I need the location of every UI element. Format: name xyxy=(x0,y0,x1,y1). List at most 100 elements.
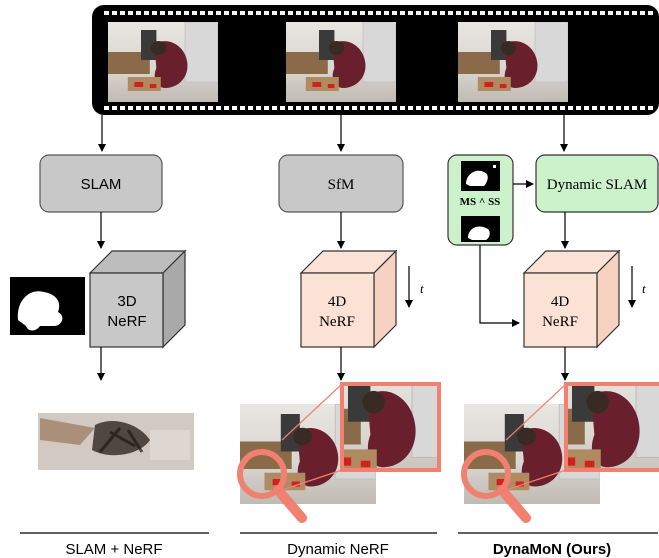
time-label-2: t xyxy=(642,281,646,296)
slam-nerf-result-image xyxy=(38,413,194,470)
film-perforation xyxy=(624,106,629,110)
film-perforation xyxy=(408,106,413,110)
film-perforation xyxy=(592,11,597,15)
film-perforation xyxy=(352,11,357,15)
film-perforation xyxy=(264,106,269,110)
film-perforation xyxy=(600,106,605,110)
film-perforation xyxy=(232,106,237,110)
film-perforation xyxy=(296,11,301,15)
film-perforation xyxy=(208,106,213,110)
film-perforation xyxy=(424,106,429,110)
film-perforation xyxy=(216,11,221,15)
film-perforation xyxy=(432,11,437,15)
film-perforation xyxy=(528,11,533,15)
film-perforation xyxy=(496,11,501,15)
cube1-line1: 3D xyxy=(117,293,136,310)
film-perforation xyxy=(192,11,197,15)
film-perforation xyxy=(640,106,645,110)
slam-box: SLAM xyxy=(39,154,163,213)
film-perforation xyxy=(248,106,253,110)
film-perforation xyxy=(296,106,301,110)
film-perforation xyxy=(184,11,189,15)
mask-label: MS ^ SS xyxy=(460,196,501,208)
film-perforation xyxy=(368,106,373,110)
film-perforation xyxy=(608,11,613,15)
film-perforation xyxy=(400,106,405,110)
film-perforation xyxy=(240,11,245,15)
film-perforation xyxy=(144,11,149,15)
film-perforation xyxy=(512,106,517,110)
film-perforation xyxy=(384,11,389,15)
film-perforation xyxy=(544,11,549,15)
film-perforation xyxy=(472,106,477,110)
film-perforation xyxy=(312,11,317,15)
film-perforation xyxy=(328,106,333,110)
nerf-3d-cube: 3D NeRF xyxy=(88,249,187,349)
film-perforation xyxy=(368,11,373,15)
film-perforation xyxy=(648,11,653,15)
film-perforation xyxy=(224,106,229,110)
dynamic-slam-box: Dynamic SLAM xyxy=(535,154,659,213)
film-perforation xyxy=(144,106,149,110)
film-perforation xyxy=(344,106,349,110)
film-perforation xyxy=(352,106,357,110)
film-perforation xyxy=(344,11,349,15)
film-perforation xyxy=(240,106,245,110)
film-perforation xyxy=(552,11,557,15)
film-perforation xyxy=(472,11,477,15)
film-perforation xyxy=(560,106,565,110)
film-perforation xyxy=(504,106,509,110)
arrow-mask-to-nerf xyxy=(479,245,520,327)
dynamic-slam-label: Dynamic SLAM xyxy=(547,177,647,193)
film-frame-1 xyxy=(108,22,218,102)
film-perforation xyxy=(288,106,293,110)
film-perforation xyxy=(248,11,253,15)
film-perforation xyxy=(120,106,125,110)
film-perforations-bottom xyxy=(104,106,653,110)
film-perforation xyxy=(280,106,285,110)
caption-dynamon: DynaMoN (Ours) xyxy=(493,541,611,558)
film-perforation xyxy=(408,11,413,15)
film-perforation xyxy=(584,106,589,110)
film-perforation xyxy=(328,11,333,15)
film-perforation xyxy=(456,106,461,110)
film-perforation xyxy=(120,11,125,15)
film-perforation xyxy=(112,11,117,15)
film-frame-3 xyxy=(458,22,568,102)
magnifier-icon xyxy=(461,449,531,523)
film-perforation xyxy=(384,106,389,110)
film-perforation xyxy=(320,11,325,15)
film-perforation xyxy=(152,106,157,110)
film-perforation xyxy=(416,106,421,110)
film-perforation xyxy=(360,11,365,15)
dynamic-nerf-result xyxy=(237,382,441,523)
film-perforation xyxy=(360,106,365,110)
film-perforation xyxy=(208,11,213,15)
film-perforation xyxy=(216,106,221,110)
film-perforation xyxy=(136,106,141,110)
film-perforation xyxy=(544,106,549,110)
film-perforation xyxy=(160,11,165,15)
film-perforation xyxy=(568,106,573,110)
film-perforation xyxy=(576,11,581,15)
film-perforation xyxy=(552,106,557,110)
film-perforation xyxy=(608,106,613,110)
film-perforation xyxy=(520,106,525,110)
film-perforation xyxy=(320,106,325,110)
sfm-label: SfM xyxy=(328,177,355,193)
film-perforation xyxy=(456,11,461,15)
film-perforation xyxy=(536,11,541,15)
film-perforation xyxy=(128,11,133,15)
film-perforation xyxy=(432,106,437,110)
film-perforation xyxy=(648,106,653,110)
film-perforation xyxy=(192,106,197,110)
film-perforation xyxy=(448,11,453,15)
film-perforation xyxy=(264,11,269,15)
film-perforation xyxy=(272,11,277,15)
film-perforation xyxy=(496,106,501,110)
film-frame-2 xyxy=(286,22,396,102)
sfm-box: SfM xyxy=(278,154,404,213)
film-perforation xyxy=(224,11,229,15)
film-perforation xyxy=(256,106,261,110)
film-perforation xyxy=(168,106,173,110)
